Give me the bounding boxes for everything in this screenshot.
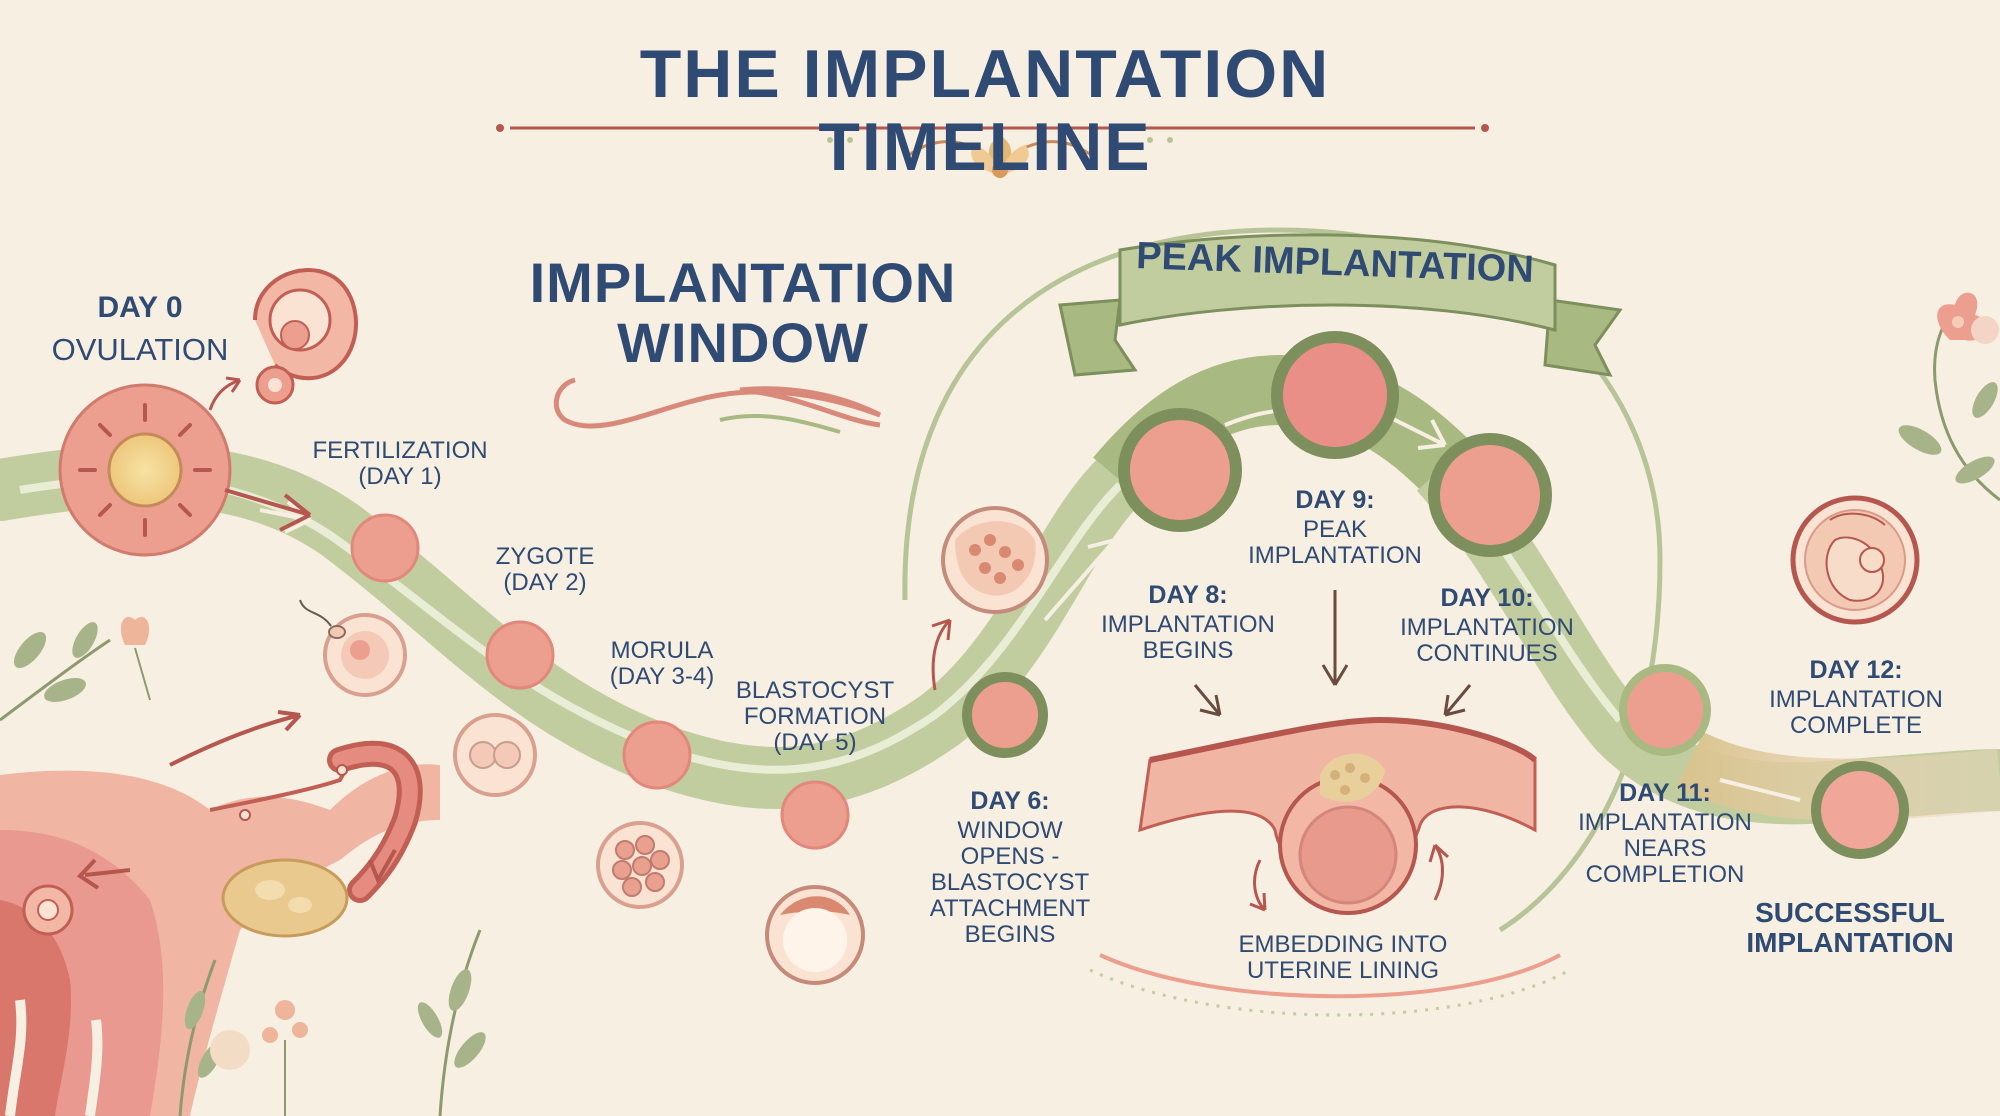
attached-blastocyst-illustration — [931, 506, 1049, 691]
leaf-decoration-right — [1898, 292, 2000, 502]
node-day1 — [350, 513, 420, 583]
day6-title: DAY 6: — [970, 787, 1050, 815]
implantation-window-title: IMPLANTATION WINDOW — [529, 251, 957, 375]
day8-title: DAY 8: — [1148, 581, 1228, 609]
embedding-label: EMBEDDING INTO UTERINE LINING — [1238, 931, 1448, 984]
day12-title: DAY 12: — [1809, 656, 1903, 684]
day0-title: DAY 0 — [97, 291, 183, 324]
node-day12 — [1811, 761, 1909, 859]
node-day9 — [1271, 331, 1399, 459]
node-day8 — [1118, 408, 1242, 532]
node-day2 — [485, 620, 555, 690]
leaf-decoration-left — [0, 616, 486, 1116]
uterine-lining-illustration — [1089, 590, 1571, 1017]
page-title: THE IMPLANTATION TIMELINE — [639, 36, 1331, 186]
follicle-illustration — [208, 268, 358, 411]
timeline-nodes — [350, 331, 1909, 859]
day11-title: DAY 11: — [1619, 779, 1711, 807]
ovulation-egg — [58, 383, 232, 557]
node-day3-4 — [622, 720, 692, 790]
uterus-illustration — [0, 740, 440, 1116]
embryo-illustration — [1790, 495, 1920, 625]
blastocyst-label: BLASTOCYST FORMATION (DAY 5) — [735, 677, 895, 756]
fertilization-label: FERTILIZATION (DAY 1) — [312, 437, 488, 490]
blastocyst-illustration — [765, 885, 865, 985]
morula-label: MORULA (DAY 3-4) — [609, 637, 715, 690]
day10-title: DAY 10: — [1440, 584, 1534, 612]
window-swirl — [553, 377, 882, 429]
peak-banner-ribbon — [1058, 233, 1623, 377]
node-day5 — [780, 780, 850, 850]
day9-title: DAY 9: — [1295, 486, 1375, 514]
successful-implantation-label: SUCCESSFUL IMPLANTATION — [1746, 897, 1954, 959]
zygote-label: ZYGOTE (DAY 2) — [495, 543, 595, 596]
day11-label: IMPLANTATION NEARS COMPLETION — [1578, 809, 1752, 888]
day9-label: PEAK IMPLANTATION — [1248, 516, 1422, 569]
ovulation-arrow — [224, 488, 312, 532]
title-ornament — [496, 124, 1489, 178]
day12-label: IMPLANTATION COMPLETE — [1769, 686, 1943, 739]
sperm-egg-illustration — [299, 599, 407, 697]
zygote-illustration — [453, 713, 537, 797]
day0-label: OVULATION — [51, 332, 229, 367]
node-day6 — [962, 672, 1048, 758]
day10-label: IMPLANTATION CONTINUES — [1400, 614, 1574, 667]
morula-illustration — [596, 821, 684, 909]
node-day11 — [1619, 664, 1711, 756]
fertilization-arrow — [169, 710, 302, 767]
day6-label: WINDOW OPENS - BLASTOCYST ATTACHMENT BEG… — [929, 817, 1091, 948]
node-day10 — [1428, 433, 1552, 557]
day8-label: IMPLANTATION BEGINS — [1101, 611, 1275, 664]
